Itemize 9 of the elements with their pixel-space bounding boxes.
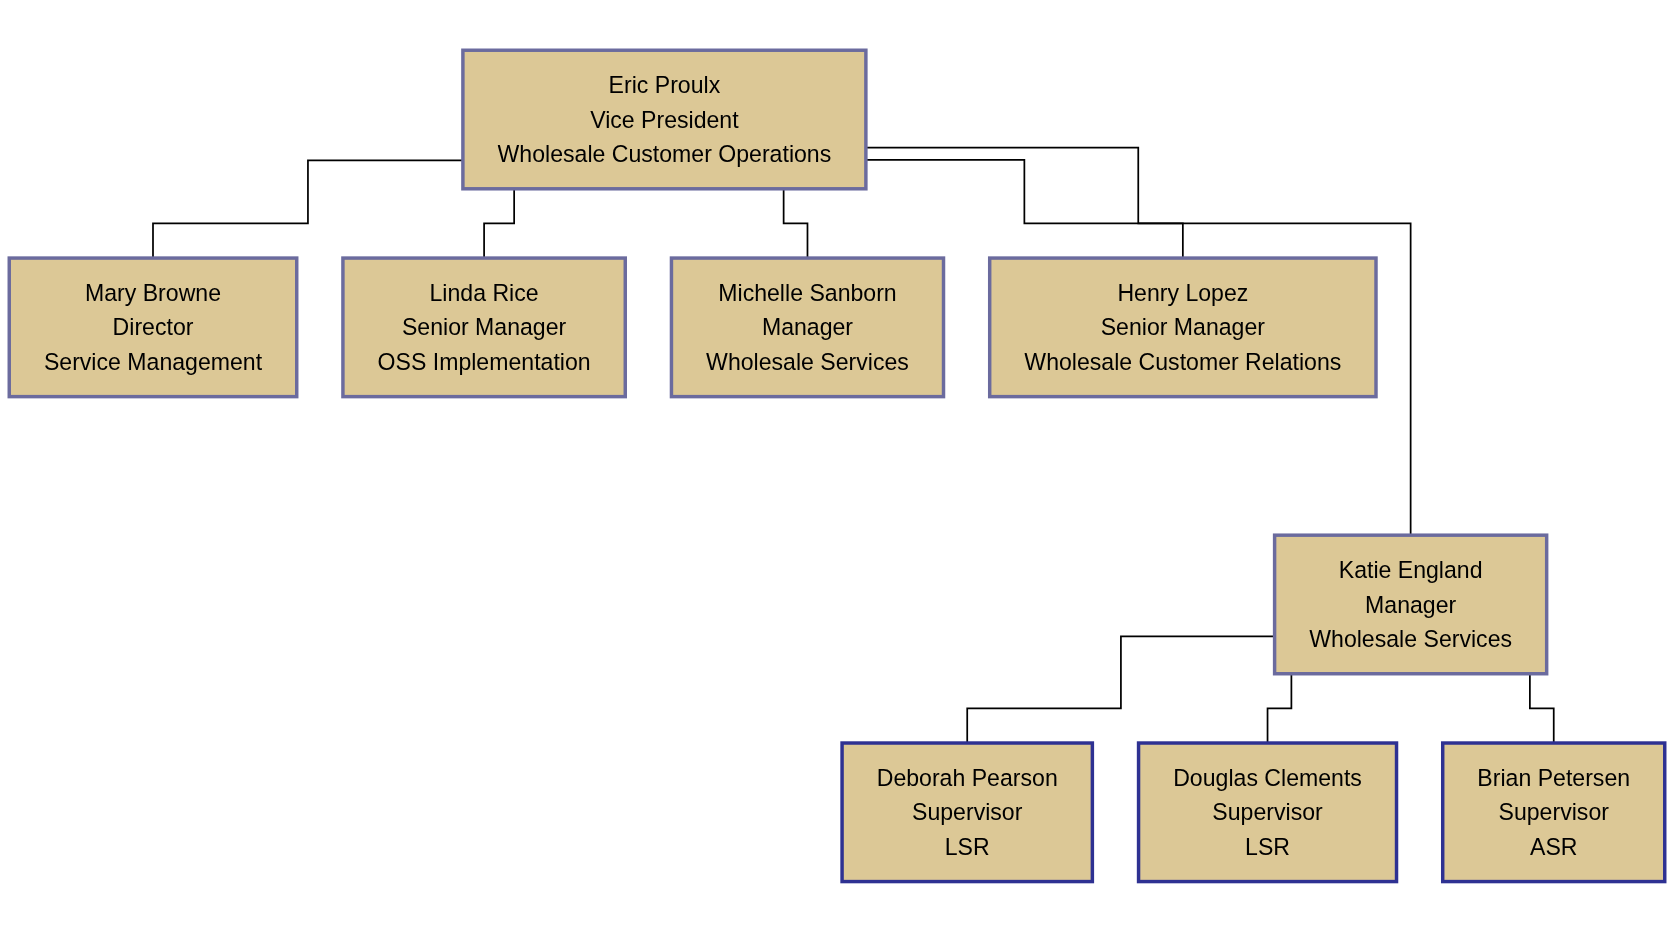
node-box: Michelle Sanborn Manager Wholesale Services: [669, 255, 946, 398]
node-box: Deborah Pearson Supervisor LSR: [840, 740, 1095, 883]
node-box: Eric Proulx Vice President Wholesale Customer Operations: [461, 48, 868, 191]
node-box: Mary Browne Director Service Management: [7, 255, 299, 398]
node-box: Linda Rice Senior Manager OSS Implementation: [341, 255, 627, 398]
node-box: Brian Petersen Supervisor ASR: [1441, 740, 1667, 883]
node-box: Katie England Manager Wholesale Services: [1272, 533, 1549, 676]
node-box: Douglas Clements Supervisor LSR: [1136, 740, 1399, 883]
node-box: Henry Lopez Senior Manager Wholesale Customer Relations: [987, 255, 1378, 398]
